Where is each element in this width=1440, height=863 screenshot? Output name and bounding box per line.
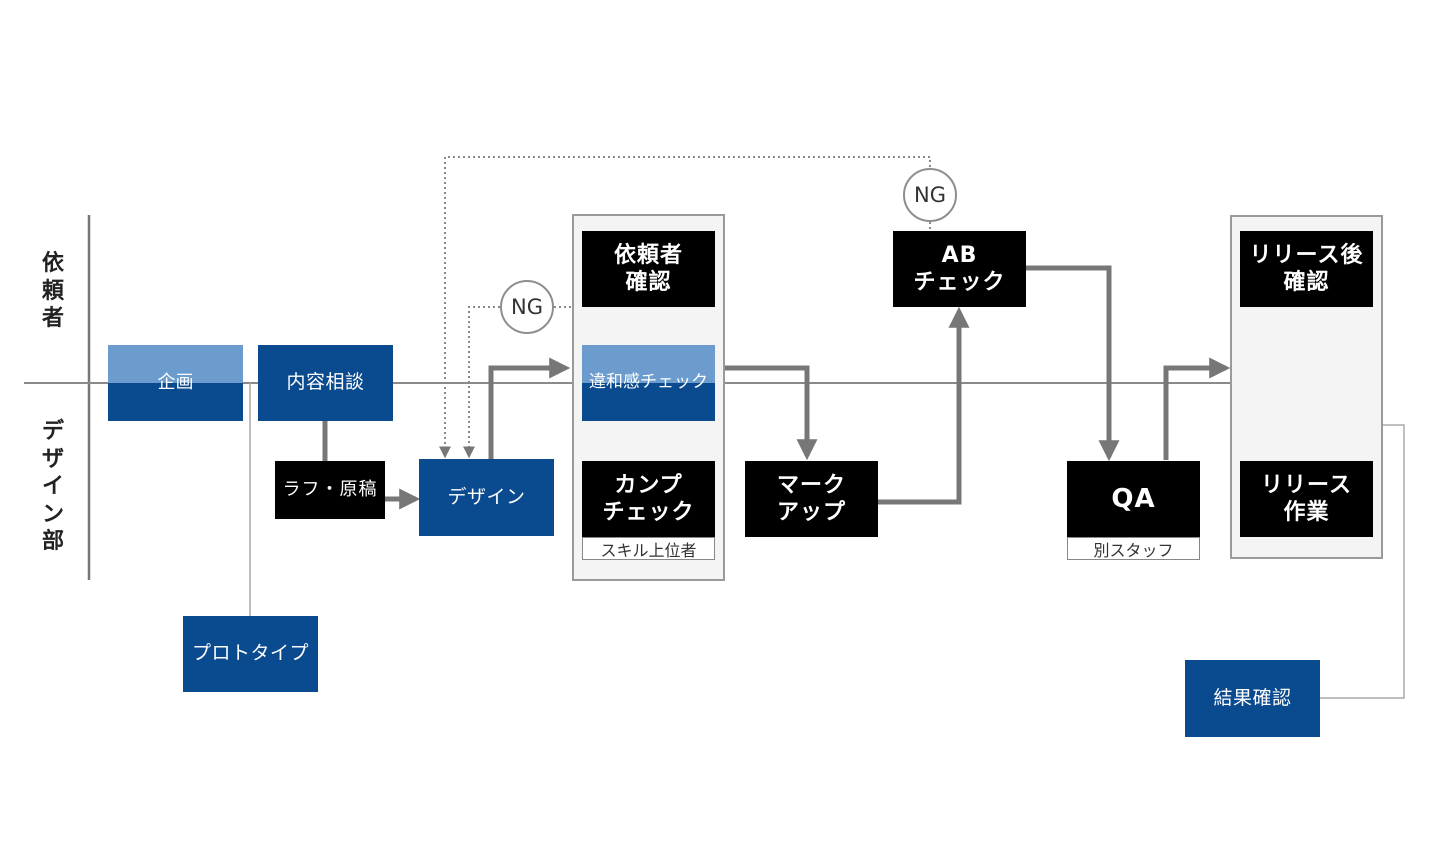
ng-label: NG (914, 183, 946, 207)
node-naiyou-soudan: 内容相談 (258, 345, 393, 421)
node-release-work: リリース 作業 (1240, 461, 1373, 537)
node-requester-check: 依頼者 確認 (582, 231, 715, 307)
node-kikaku: 企画 (108, 345, 243, 421)
lane-char: 部 (41, 529, 64, 554)
ng-badge-review: NG (500, 280, 554, 334)
node-comp-check-sublabel: スキル上位者 (582, 537, 715, 560)
lane-char: 者 (41, 306, 64, 331)
lane-label-design: デ ザ イ ン 部 (38, 418, 68, 556)
node-ab-check: AB チェック (893, 231, 1026, 307)
node-label: 違和感チェック (589, 372, 708, 393)
edge-markup-ab (878, 306, 970, 505)
sub-label: スキル上位者 (600, 540, 697, 560)
node-label: 内容相談 (286, 371, 365, 394)
node-rough-draft: ラフ・原稿 (275, 461, 385, 519)
ng-badge-ab: NG (903, 168, 957, 222)
node-label: カンプ (614, 472, 683, 498)
node-label: チェック (913, 270, 1006, 295)
node-label: デザイン (447, 485, 526, 508)
node-label: 結果確認 (1213, 686, 1292, 709)
node-label: 依頼者 (613, 242, 683, 268)
lane-char: 頼 (41, 278, 64, 304)
node-prototype: プロトタイプ (183, 616, 318, 692)
lane-char: イ (41, 474, 64, 499)
node-qa: QA (1067, 461, 1200, 537)
edge-review-markup (724, 365, 818, 461)
edge-design-review (488, 357, 571, 460)
node-label: AB (941, 242, 978, 268)
node-label: 企画 (157, 371, 194, 393)
node-label: リリース後 (1249, 242, 1364, 268)
node-iwakan-check: 違和感チェック (582, 345, 715, 421)
node-label: マーク (776, 472, 846, 498)
node-label: 確認 (625, 270, 672, 295)
edge-qa-release (1163, 357, 1231, 460)
node-label: ラフ・原稿 (282, 478, 378, 500)
node-post-release-check: リリース後 確認 (1240, 231, 1373, 307)
node-comp-check: カンプ チェック (582, 461, 715, 537)
node-qa-sublabel: 別スタッフ (1067, 537, 1200, 560)
edge-ng-review-design (463, 306, 500, 459)
lane-char: ン (41, 501, 64, 527)
node-design: デザイン (419, 459, 554, 536)
lane-char: 依 (41, 251, 64, 276)
lane-char: デ (41, 419, 64, 444)
node-label: アップ (776, 500, 846, 525)
lane-label-requester: 依 頼 者 (38, 250, 68, 333)
node-label: QA (1111, 483, 1156, 514)
lane-char: ザ (41, 446, 64, 472)
node-markup: マーク アップ (745, 461, 878, 537)
node-result-check: 結果確認 (1185, 660, 1320, 737)
ng-label: NG (511, 295, 543, 319)
node-label: リリース (1261, 472, 1352, 498)
node-label: 確認 (1283, 270, 1330, 295)
node-label: 作業 (1283, 500, 1330, 525)
edge-ab-qa (1026, 265, 1120, 462)
node-label: チェック (602, 500, 695, 525)
node-label: プロトタイプ (191, 642, 309, 665)
sub-label: 別スタッフ (1093, 540, 1174, 560)
